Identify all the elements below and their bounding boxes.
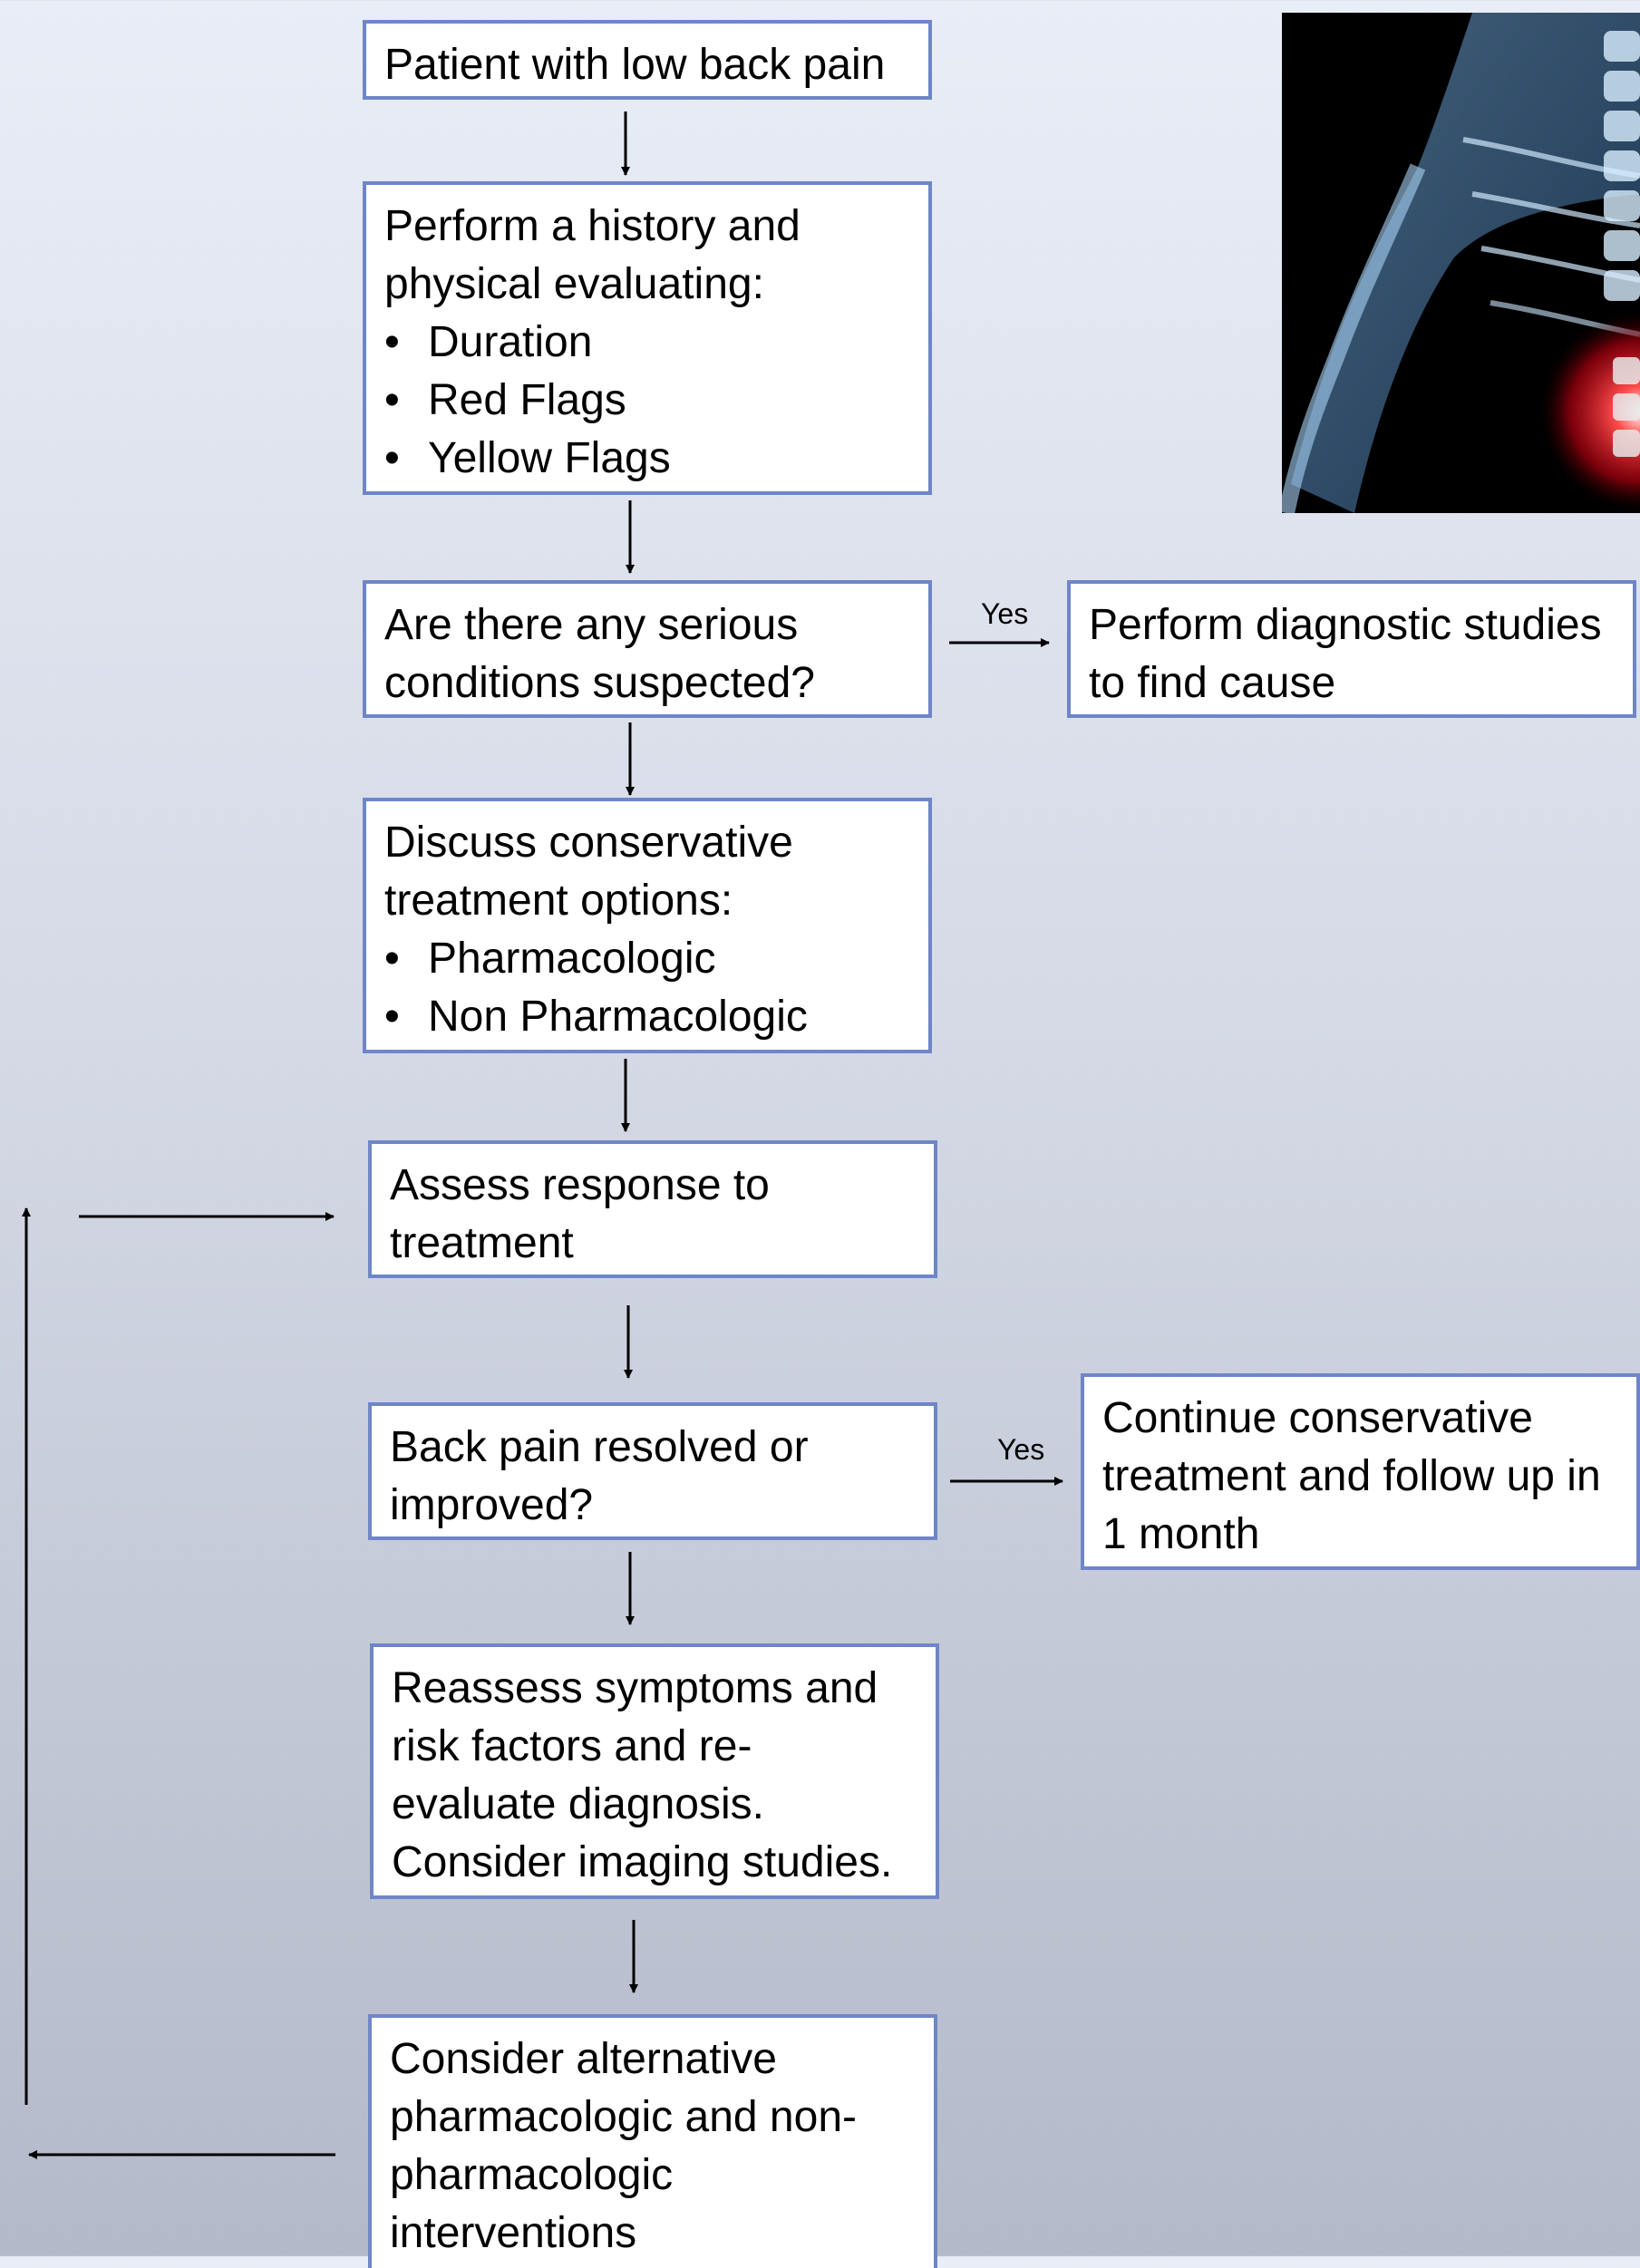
node-history-line: physical evaluating: (384, 260, 764, 308)
node-alternative-line: pharmacologic (390, 2151, 674, 2199)
node-reassess-line: risk factors and re- (392, 1722, 752, 1770)
node-diagnostic-line: to find cause (1089, 659, 1336, 707)
node-continue-line: 1 month (1102, 1510, 1260, 1558)
node-reassess: Reassess symptoms and risk factors and r… (370, 1643, 939, 1899)
node-history: Perform a history and physical evaluatin… (363, 181, 932, 495)
node-resolved: Back pain resolved or improved? (368, 1402, 937, 1540)
node-assess-line: Assess response to (390, 1161, 770, 1209)
node-alternative-line: Consider alternative (390, 2035, 777, 2083)
node-conservative: Discuss conservative treatment options: … (363, 798, 932, 1053)
node-resolved-line: improved? (390, 1481, 594, 1529)
node-continue-line: treatment and follow up in (1102, 1452, 1601, 1500)
node-reassess-line: Reassess symptoms and (392, 1664, 878, 1712)
node-resolved-line: Back pain resolved or (390, 1423, 809, 1471)
bullet-item: Pharmacologic (384, 930, 910, 988)
node-reassess-line: Consider imaging studies. (392, 1838, 893, 1886)
node-conservative-line: treatment options: (384, 877, 733, 925)
node-continue: Continue conservative treatment and foll… (1081, 1373, 1640, 1570)
node-assess-line: treatment (390, 1219, 574, 1267)
node-history-bullets: Duration Red Flags Yellow Flags (384, 314, 910, 488)
node-alternative-line: interventions (390, 2209, 637, 2257)
node-alternative-line: pharmacologic and non- (390, 2093, 857, 2141)
node-alternative: Consider alternative pharmacologic and n… (368, 2014, 937, 2268)
spine-illustration (1282, 13, 1640, 513)
node-conservative-bullets: Pharmacologic Non Pharmacologic (384, 930, 910, 1046)
node-start: Patient with low back pain (363, 20, 932, 100)
bullet-item: Yellow Flags (384, 430, 910, 488)
node-reassess-line: evaluate diagnosis. (392, 1780, 764, 1828)
bullet-item: Non Pharmacologic (384, 988, 910, 1046)
bullet-item: Red Flags (384, 372, 910, 430)
node-diagnostic-line: Perform diagnostic studies (1089, 601, 1602, 649)
bullet-item: Duration (384, 314, 910, 372)
node-continue-line: Continue conservative (1102, 1394, 1533, 1442)
node-serious-line: conditions suspected? (384, 659, 815, 707)
node-start-text: Patient with low back pain (384, 41, 886, 89)
node-serious: Are there any serious conditions suspect… (363, 580, 932, 718)
node-history-line: Perform a history and (384, 202, 801, 250)
node-conservative-line: Discuss conservative (384, 819, 793, 867)
node-diagnostic: Perform diagnostic studies to find cause (1067, 580, 1636, 718)
node-assess: Assess response to treatment (368, 1140, 937, 1278)
yes-label-2: Yes (997, 1433, 1044, 1466)
node-serious-line: Are there any serious (384, 601, 799, 649)
yes-label-1: Yes (981, 597, 1028, 630)
